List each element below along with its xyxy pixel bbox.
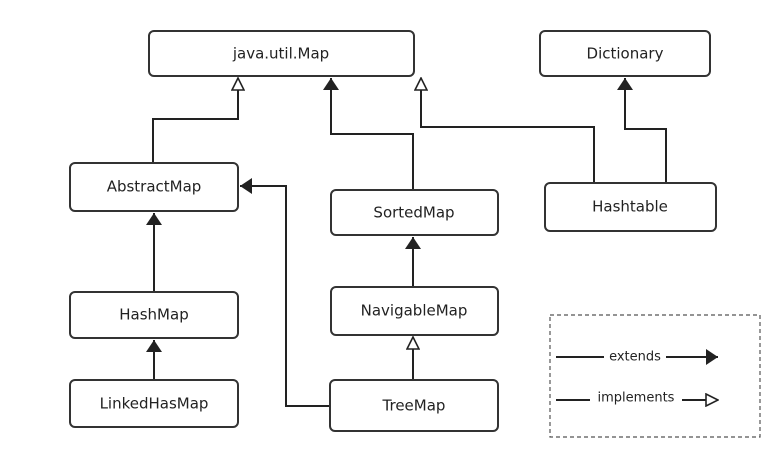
legend-extends-row: extends — [556, 349, 718, 365]
class-box — [69, 162, 239, 212]
class-box — [69, 379, 239, 428]
class-node-linkedhasmap: LinkedHasMap — [69, 379, 239, 428]
edge-abstractmap-implements-map — [152, 78, 238, 163]
class-box — [544, 182, 717, 232]
class-label: AbstractMap — [107, 178, 202, 196]
class-node-hashmap: HashMap — [69, 291, 239, 339]
edge-sortedmap-extends-map — [323, 78, 414, 190]
class-node-abstractmap: AbstractMap — [69, 162, 239, 212]
class-label: Dictionary — [587, 45, 664, 63]
class-node-sortedmap: SortedMap — [330, 189, 499, 236]
class-label: TreeMap — [382, 397, 446, 415]
class-node-map: java.util.Map — [148, 30, 415, 77]
class-label: SortedMap — [373, 204, 454, 222]
edge-treemap-extends-abstractmap — [240, 178, 330, 407]
class-node-hashtable: Hashtable — [544, 182, 717, 232]
class-label: java.util.Map — [232, 45, 329, 63]
class-box — [539, 30, 711, 77]
class-node-navigablemap: NavigableMap — [330, 286, 499, 336]
legend-implements-label: implements — [598, 391, 675, 406]
class-box — [330, 189, 499, 236]
legend-frame — [549, 314, 761, 438]
class-label: HashMap — [119, 306, 188, 324]
class-label: NavigableMap — [361, 302, 468, 320]
class-box — [329, 379, 499, 432]
edge-hashtable-implements-map — [421, 78, 595, 183]
legend: extends implements — [549, 314, 761, 438]
relationship-edges — [146, 78, 667, 407]
legend-implements-row: implements — [556, 391, 718, 406]
class-box — [330, 286, 499, 336]
class-box — [69, 291, 239, 339]
class-node-dictionary: Dictionary — [539, 30, 711, 77]
class-label: Hashtable — [592, 198, 668, 216]
class-box — [148, 30, 415, 77]
edge-hashtable-extends-dictionary — [617, 78, 667, 183]
class-node-treemap: TreeMap — [329, 379, 499, 432]
class-label: LinkedHasMap — [100, 395, 209, 413]
legend-extends-label: extends — [609, 350, 661, 365]
